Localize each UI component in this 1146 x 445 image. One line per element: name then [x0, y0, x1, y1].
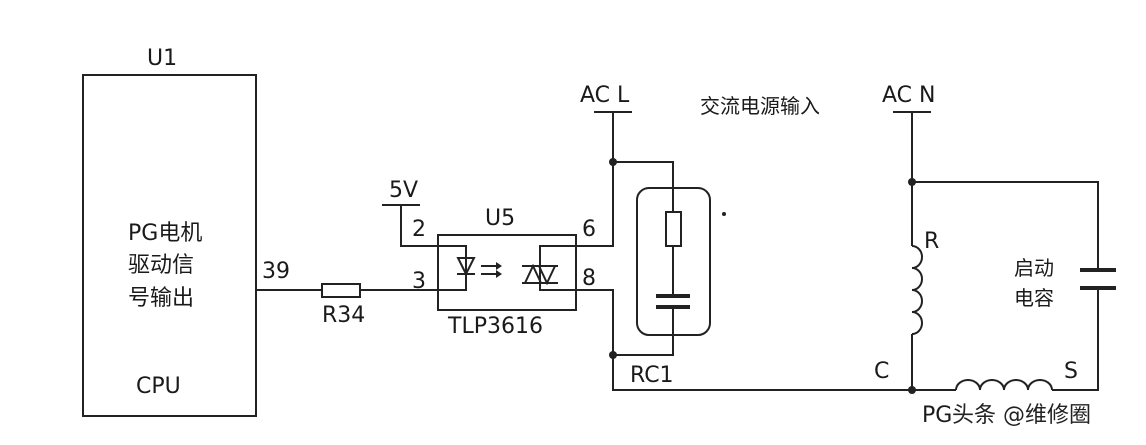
cpu-ref-label: U1 [147, 46, 177, 71]
motor-winding-r [911, 245, 923, 335]
optocoupler-u5 [437, 234, 577, 311]
wire-acn-to-cap [912, 181, 1099, 268]
u5-led-icon [456, 257, 476, 277]
u5-pin2-label: 2 [412, 217, 426, 242]
cpu-pin-label: 39 [262, 259, 290, 284]
u5-part-label: TLP3616 [447, 314, 543, 339]
wire-acl-to-snubber [613, 161, 674, 212]
u5-led-wire [438, 245, 467, 291]
wire-5v-to-pin2 [400, 205, 438, 247]
u5-ref-label: U5 [485, 206, 515, 231]
winding-r-label: R [924, 229, 939, 254]
wire-snubber-to-bottom [613, 307, 674, 356]
u5-triac-icon [522, 245, 576, 291]
winding-s-label: S [1064, 359, 1078, 384]
start-cap-label-1: 启动 [1014, 256, 1054, 280]
supply-5v-label: 5V [389, 178, 418, 203]
cpu-desc-line-3: 号输出 [128, 286, 194, 311]
snubber-ref-label: RC1 [630, 363, 674, 388]
watermark: 头条 @维修圈 [952, 403, 1091, 428]
wire-acl-to-pin6 [576, 112, 614, 247]
u5-pin3-label: 3 [412, 269, 426, 294]
ac-input-label: 交流电源输入 [700, 94, 820, 118]
ac-line-label: AC L [580, 83, 630, 108]
snubber-resistor [665, 211, 682, 247]
u5-pin6-label: 6 [582, 217, 596, 242]
cpu-desc-line-1: PG电机 [128, 221, 202, 246]
wire-pin8-down [576, 289, 912, 391]
resistor-r34 [321, 283, 361, 298]
wire-winding-s-to-cap [1052, 290, 1099, 391]
resistor-ref-label: R34 [322, 303, 365, 328]
u5-pin8-label: 8 [582, 266, 596, 291]
motor-ref-label: PG [922, 403, 952, 428]
start-cap-label-2: 电容 [1014, 286, 1054, 310]
cpu-name-label: CPU [136, 374, 181, 399]
cpu-block [82, 74, 257, 417]
stray-dot [722, 212, 726, 216]
motor-winding-s [955, 379, 1053, 391]
common-c-label: C [874, 359, 889, 384]
junction-dot-bottom [609, 351, 617, 359]
cpu-desc-line-2: 驱动信 [128, 253, 194, 278]
ac-neutral-label: AC N [882, 83, 935, 108]
u5-light-arrow-icon [481, 262, 502, 278]
